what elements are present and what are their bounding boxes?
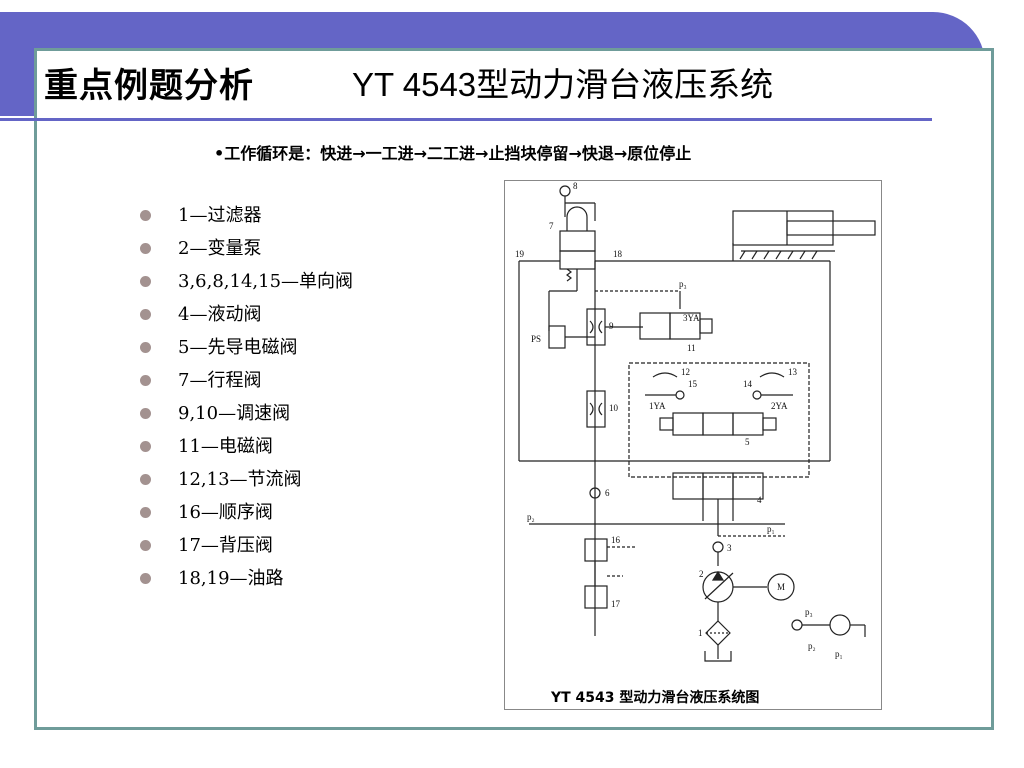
check-valve-6 — [589, 487, 601, 499]
label-17: 17 — [611, 599, 621, 609]
back-pressure-valve-17 — [584, 585, 608, 609]
work-cycle-text: •工作循环是：快进→一工进→二工进→止挡块停留→快退→原位停止 — [214, 144, 692, 163]
slide-title: 重点例题分析 — [44, 66, 254, 106]
solenoid-valve-11 — [639, 312, 671, 340]
bullet-icon — [140, 210, 151, 221]
label-p1: p₁ — [767, 524, 775, 534]
check-valve-15 — [675, 390, 685, 400]
label-3ya: 3YA — [683, 313, 700, 323]
label-12: 12 — [681, 367, 690, 377]
bullet-icon — [140, 573, 151, 584]
legend-item: 11—电磁阀 — [140, 433, 353, 466]
travel-valve-7 — [559, 230, 596, 252]
label-p2-small: p₂ — [808, 641, 816, 651]
electric-motor — [767, 573, 795, 601]
label-19: 19 — [515, 249, 525, 259]
legend-item: 7—行程阀 — [140, 367, 353, 400]
pressure-gauge-switch — [829, 614, 851, 636]
label-ps: PS — [531, 334, 541, 344]
legend-item: 9,10—调速阀 — [140, 400, 353, 433]
label-16: 16 — [611, 535, 621, 545]
label-10: 10 — [609, 403, 619, 413]
bullet-icon — [140, 507, 151, 518]
title-underline — [0, 118, 932, 121]
label-18: 18 — [613, 249, 623, 259]
check-valve-8 — [559, 185, 571, 197]
label-2: 2 — [699, 569, 704, 579]
pressure-switch — [548, 325, 566, 349]
label-p1-small: p₁ — [835, 649, 843, 659]
bullet-icon — [140, 441, 151, 452]
bullet-icon — [140, 309, 151, 320]
label-2ya: 2YA — [771, 401, 788, 411]
label-14: 14 — [743, 379, 753, 389]
label-5: 5 — [745, 437, 750, 447]
bullet-icon — [140, 276, 151, 287]
legend-item: 4—液动阀 — [140, 301, 353, 334]
legend-item: 3,6,8,14,15—单向阀 — [140, 268, 353, 301]
legend-item: 1—过滤器 — [140, 202, 353, 235]
legend-item: 16—顺序阀 — [140, 499, 353, 532]
diagram-caption: YT 4543 型动力滑台液压系统图 — [551, 690, 760, 706]
check-valve-3 — [712, 541, 724, 553]
label-4: 4 — [757, 495, 762, 505]
label-6: 6 — [605, 488, 610, 498]
legend-item: 17—背压阀 — [140, 532, 353, 565]
hydraulic-schematic: 8 7 19 18 p₃ PS 9 3YA 11 10 12 13 15 14 … — [515, 181, 876, 662]
label-7: 7 — [549, 221, 554, 231]
label-1: 1 — [698, 628, 703, 638]
hydraulic-cylinder — [732, 210, 834, 246]
slide-subtitle: YT 4543型动力滑台液压系统 — [352, 66, 774, 103]
bullet-icon — [140, 243, 151, 254]
label-p3-small: p₃ — [805, 607, 813, 617]
bullet-icon — [140, 375, 151, 386]
label-11: 11 — [687, 343, 696, 353]
label-13: 13 — [788, 367, 798, 377]
legend-item: 5—先导电磁阀 — [140, 334, 353, 367]
label-9: 9 — [609, 321, 614, 331]
check-valve-14 — [752, 390, 762, 400]
label-8: 8 — [573, 181, 578, 191]
label-15: 15 — [688, 379, 698, 389]
bullet-icon — [140, 408, 151, 419]
label-p2: p₂ — [527, 512, 535, 522]
legend-item: 12,13—节流阀 — [140, 466, 353, 499]
sequence-valve-16 — [584, 538, 608, 562]
pilot-solenoid-valve-5 — [672, 412, 704, 436]
label-motor: M — [777, 582, 785, 592]
bullet-icon — [140, 474, 151, 485]
flow-control-valve-10 — [586, 390, 606, 428]
legend-item: 2—变量泵 — [140, 235, 353, 268]
component-legend: 1—过滤器 2—变量泵 3,6,8,14,15—单向阀 4—液动阀 5—先导电磁… — [140, 202, 353, 598]
bullet-icon — [140, 342, 151, 353]
piston-rod — [786, 220, 876, 236]
legend-item: 18,19—油路 — [140, 565, 353, 598]
flow-control-valve-9 — [586, 308, 606, 346]
hydraulic-diagram: 8 7 19 18 p₃ PS 9 3YA 11 10 12 13 15 14 … — [504, 180, 882, 710]
pilot-valve-group — [628, 362, 810, 478]
label-p3: p₃ — [679, 279, 687, 289]
label-1ya: 1YA — [649, 401, 666, 411]
bullet-icon — [140, 540, 151, 551]
label-3: 3 — [727, 543, 732, 553]
